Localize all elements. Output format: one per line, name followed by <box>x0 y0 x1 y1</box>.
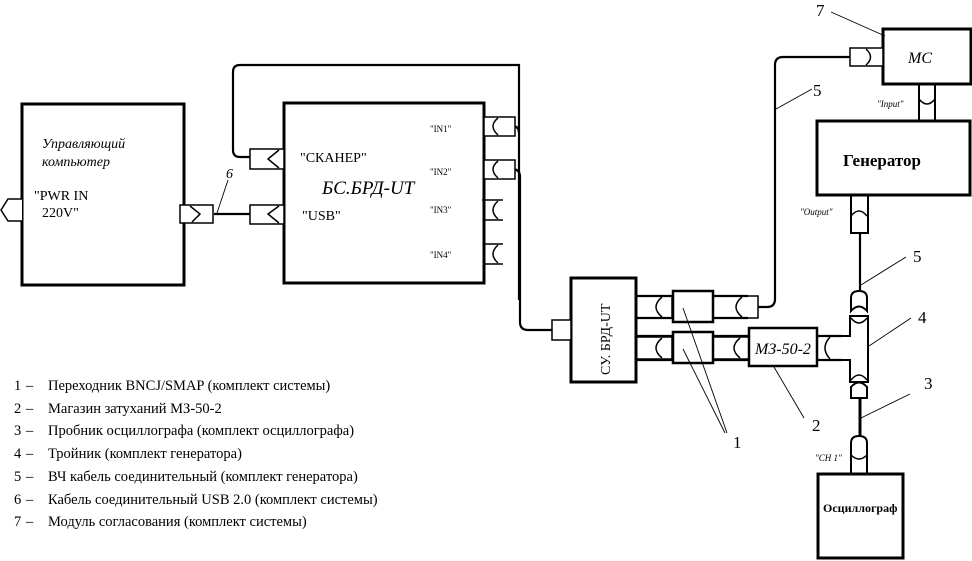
generator-title: Генератор <box>843 151 921 170</box>
mc-generator-connector <box>918 84 936 121</box>
bs-brd-ut-title: БС.БРД-UT <box>321 178 416 199</box>
leader-3 <box>860 393 911 419</box>
pwr-in-label-1: "PWR IN <box>34 189 88 204</box>
oscilloscope-connector <box>850 434 868 474</box>
oscilloscope-title: Осциллограф <box>823 501 897 515</box>
computer-title-1: Управляющий <box>42 137 125 152</box>
generator-output-connector <box>850 194 869 234</box>
callout-6: 6 <box>226 167 233 182</box>
computer-title-2: компьютер <box>42 155 110 170</box>
mc-title: МС <box>907 50 932 67</box>
attenuator-block[interactable]: МЗ-50-2 <box>747 326 819 368</box>
in1-connector <box>483 116 516 137</box>
callout-5b: 5 <box>913 247 922 266</box>
leader-4 <box>868 317 912 347</box>
su-input-port <box>551 319 572 341</box>
oscilloscope-ch1-label: "CH 1" <box>815 453 842 463</box>
scanner-cable <box>231 63 521 300</box>
adapter-1-upper <box>671 289 715 324</box>
legend-item: 3–Пробник осциллографа (комплект осцилло… <box>14 423 355 440</box>
power-plug-icon <box>0 198 22 222</box>
su-lower-connector <box>635 336 673 360</box>
callout-7: 7 <box>816 1 825 20</box>
scanner-port <box>249 148 285 170</box>
usb-port-label: "USB" <box>302 209 341 224</box>
scanner-port-label: "СКАНЕР" <box>300 151 367 166</box>
leader-1b <box>682 348 726 434</box>
legend-item: 2–Магазин затуханий МЗ-50-2 <box>14 400 222 417</box>
attenuator-title: МЗ-50-2 <box>754 341 811 358</box>
in3-port-label: "IN3" <box>430 205 452 215</box>
in1-port-label: "IN1" <box>430 124 452 134</box>
in2-cable <box>495 167 552 332</box>
oscilloscope-block[interactable]: Осциллограф <box>816 472 905 560</box>
leader-2 <box>773 366 805 419</box>
in3-connector <box>482 199 503 221</box>
leader-5a <box>775 88 813 110</box>
legend: 1–Переходник BNCJ/SMAP (комплект системы… <box>14 375 378 534</box>
generator-output-label: "Output" <box>800 207 833 217</box>
leader-7 <box>830 11 886 37</box>
callout-3: 3 <box>924 374 933 393</box>
adapter-lower-out-connector <box>712 336 750 360</box>
in2-connector <box>483 159 516 180</box>
callout-5a: 5 <box>813 81 822 100</box>
su-upper-connector <box>635 295 673 319</box>
mc-block[interactable]: МС <box>881 27 972 86</box>
generator-cable-plug <box>850 289 868 314</box>
bs-usb-port <box>249 204 285 225</box>
tee-connector <box>818 315 869 383</box>
computer-usb-port <box>179 204 214 224</box>
in4-port-label: "IN4" <box>430 250 452 260</box>
mc-input-label: "Input" <box>877 99 904 109</box>
attenuator-tee-link <box>818 334 842 362</box>
generator-block[interactable]: Генератор <box>815 119 972 197</box>
su-brd-ut-title: СУ. БРД-UT <box>599 303 614 375</box>
callout-4: 4 <box>918 308 927 327</box>
mc-side-connector <box>849 47 884 67</box>
in2-port-label: "IN2" <box>430 167 452 177</box>
legend-item: 7–Модуль согласования (комплект системы) <box>14 514 307 531</box>
bs-brd-ut-block[interactable]: "СКАНЕР" БС.БРД-UT "USB" "IN1" "IN2" "IN… <box>282 101 486 285</box>
pwr-in-label-2: 220V" <box>42 206 79 221</box>
in4-connector <box>484 243 503 265</box>
adapter-upper-out-connector <box>712 295 759 319</box>
callout-2: 2 <box>812 416 821 435</box>
leader-5b <box>860 256 907 286</box>
computer-block[interactable]: Управляющий компьютер "PWR IN 220V" <box>20 102 186 287</box>
legend-item: 5–ВЧ кабель соединительный (комплект ген… <box>14 468 358 485</box>
callout-1: 1 <box>733 433 742 452</box>
legend-item: 6–Кабель соединительный USB 2.0 (комплек… <box>14 491 378 508</box>
leader-6 <box>216 179 229 214</box>
leader-1a <box>682 307 728 434</box>
legend-item: 4–Тройник (комплект генератора) <box>14 446 242 463</box>
probe-plug <box>850 381 868 399</box>
hf-cable-mc <box>758 55 850 309</box>
legend-item: 1–Переходник BNCJ/SMAP (комплект системы… <box>14 378 331 394</box>
su-brd-ut-block[interactable]: СУ. БРД-UT <box>569 276 638 384</box>
